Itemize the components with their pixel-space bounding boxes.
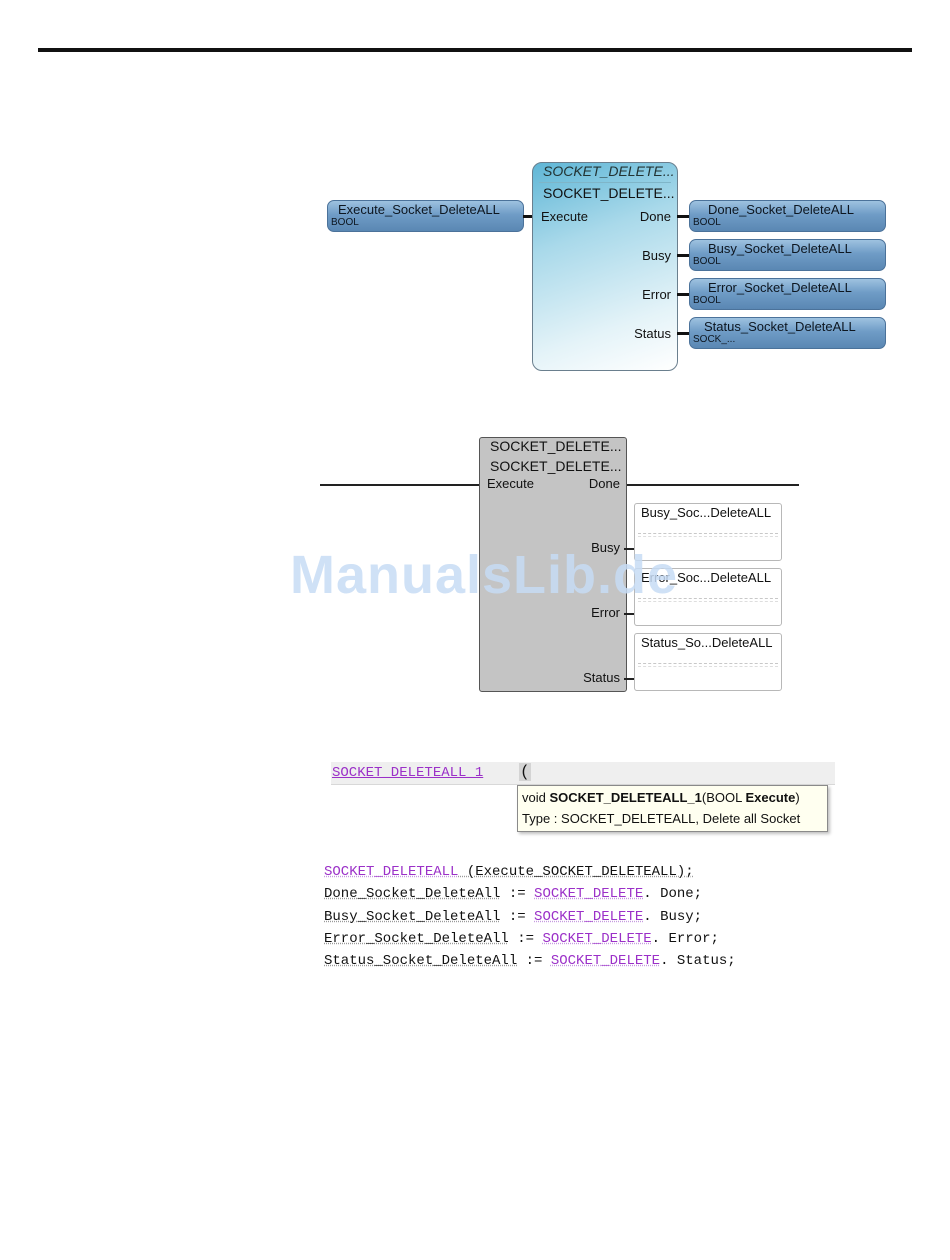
code-keyword: SOCKET_DELETE bbox=[542, 930, 652, 947]
var-name: Status_Socket_DeleteALL bbox=[704, 319, 856, 334]
var-name: Busy_Soc...DeleteALL bbox=[641, 505, 772, 520]
ld-function-block[interactable]: SOCKET_DELETE... SOCKET_DELETE... Execut… bbox=[479, 437, 627, 692]
ld-output-var-error[interactable]: Error_Soc...DeleteALL bbox=[634, 568, 782, 626]
ld-wire-busy bbox=[624, 548, 636, 550]
ld-output-var-status[interactable]: Status_So...DeleteALL bbox=[634, 633, 782, 691]
code-op: := bbox=[500, 886, 535, 903]
ld-wire-status bbox=[624, 678, 636, 680]
tooltip-function-name: SOCKET_DELETEALL_1 bbox=[549, 790, 702, 805]
code-op: := bbox=[500, 908, 535, 925]
divider bbox=[638, 536, 778, 537]
tooltip-args-close: ) bbox=[795, 790, 800, 805]
fbd-input-var-execute[interactable]: Execute_Socket_DeleteALL BOOL bbox=[327, 200, 524, 232]
header-rule bbox=[38, 48, 912, 52]
pin-execute: Execute bbox=[541, 209, 588, 224]
var-type: BOOL bbox=[331, 217, 359, 228]
st-editor-line[interactable]: SOCKET_DELETEALL_1 ( bbox=[331, 762, 835, 785]
block-type-label: SOCKET_DELETE... bbox=[543, 163, 675, 179]
tooltip-type-line: Type : SOCKET_DELETEALL, Delete all Sock… bbox=[522, 811, 801, 826]
pin-error: Error bbox=[591, 605, 620, 620]
var-type: BOOL bbox=[693, 256, 721, 267]
pin-busy: Busy bbox=[642, 248, 671, 263]
fbd-output-var-error[interactable]: Error_Socket_DeleteALL BOOL bbox=[689, 278, 886, 310]
divider bbox=[638, 598, 778, 599]
var-name: Busy_Socket_DeleteALL bbox=[708, 241, 852, 256]
code-lhs: Done_Socket_DeleteAll bbox=[324, 886, 501, 903]
var-name: Execute_Socket_DeleteALL bbox=[338, 202, 500, 217]
code-lhs: Status_Socket_DeleteAll bbox=[324, 953, 518, 970]
var-type: BOOL bbox=[693, 295, 721, 306]
tooltip-arg: Execute bbox=[745, 790, 796, 805]
var-name: Error_Socket_DeleteALL bbox=[708, 280, 852, 295]
code-keyword: SOCKET_DELETEALL bbox=[324, 864, 459, 880]
code-keyword: SOCKET_DELETE bbox=[550, 953, 661, 970]
fbd-function-block[interactable]: SOCKET_DELETE... SOCKET_DELETE... Execut… bbox=[532, 162, 678, 371]
code-line: Done_Socket_DeleteAll := SOCKET_DELETE. … bbox=[324, 883, 736, 905]
var-type: SOCK_... bbox=[693, 334, 736, 345]
block-type-label: SOCKET_DELETE... bbox=[490, 438, 622, 454]
var-name: Status_So...DeleteALL bbox=[641, 635, 773, 650]
divider bbox=[638, 533, 778, 534]
var-name: Done_Socket_DeleteALL bbox=[708, 202, 854, 217]
code-text: (Execute_SOCKET_DELETEALL); bbox=[458, 864, 694, 880]
signature-tooltip: void SOCKET_DELETEALL_1(BOOL Execute) Ty… bbox=[517, 785, 828, 832]
divider bbox=[638, 601, 778, 602]
code-keyword: SOCKET_DELETE bbox=[534, 908, 644, 925]
code-keyword: SOCKET_DELETE bbox=[534, 886, 644, 903]
pin-done: Done bbox=[588, 476, 620, 491]
code-text: . Error; bbox=[651, 930, 719, 947]
code-line: Busy_Socket_DeleteAll := SOCKET_DELETE. … bbox=[324, 906, 736, 928]
pin-execute: Execute bbox=[487, 476, 534, 491]
fbd-wire-busy bbox=[677, 254, 691, 257]
pin-status: Status bbox=[583, 670, 620, 685]
fbd-wire-done bbox=[677, 215, 691, 218]
code-line: SOCKET_DELETEALL (Execute_SOCKET_DELETEA… bbox=[324, 861, 736, 883]
pin-done: Done bbox=[639, 209, 671, 224]
fbd-output-var-done[interactable]: Done_Socket_DeleteALL BOOL bbox=[689, 200, 886, 232]
ld-output-var-busy[interactable]: Busy_Soc...DeleteALL bbox=[634, 503, 782, 561]
block-instance-label: SOCKET_DELETE... bbox=[490, 458, 622, 474]
tooltip-signature: void SOCKET_DELETEALL_1(BOOL Execute) bbox=[522, 790, 800, 805]
divider bbox=[638, 663, 778, 664]
code-text: . Done; bbox=[643, 886, 703, 903]
code-lhs: Busy_Socket_DeleteAll bbox=[324, 908, 501, 925]
tooltip-prefix: void bbox=[522, 790, 550, 805]
pin-status: Status bbox=[634, 326, 671, 341]
code-text: . Status; bbox=[660, 953, 736, 970]
ld-wire-error bbox=[624, 613, 636, 615]
ld-rung-right bbox=[626, 484, 799, 486]
code-op: := bbox=[508, 930, 543, 947]
fbd-output-var-busy[interactable]: Busy_Socket_DeleteALL BOOL bbox=[689, 239, 886, 271]
watermark: ManualsLib.de bbox=[290, 545, 679, 605]
fbd-wire-status bbox=[677, 332, 691, 335]
tooltip-args-open: (BOOL bbox=[701, 790, 746, 805]
fbd-output-var-status[interactable]: Status_Socket_DeleteALL SOCK_... bbox=[689, 317, 886, 349]
code-line: Error_Socket_DeleteAll := SOCKET_DELETE.… bbox=[324, 928, 736, 950]
ld-rung-left bbox=[320, 484, 480, 486]
code-op: := bbox=[517, 953, 551, 970]
var-type: BOOL bbox=[693, 217, 721, 228]
code-line: Status_Socket_DeleteAll := SOCKET_DELETE… bbox=[324, 950, 736, 972]
code-text: . Busy; bbox=[643, 908, 703, 925]
open-paren: ( bbox=[519, 763, 531, 781]
fbd-wire-error bbox=[677, 293, 691, 296]
fbd-wire-execute bbox=[523, 215, 539, 218]
var-name: Error_Soc...DeleteALL bbox=[641, 570, 772, 585]
st-code-block: SOCKET_DELETEALL (Execute_SOCKET_DELETEA… bbox=[324, 861, 736, 972]
block-separator bbox=[539, 182, 671, 183]
divider bbox=[638, 666, 778, 667]
pin-busy: Busy bbox=[591, 540, 620, 555]
block-instance-label: SOCKET_DELETE... bbox=[543, 185, 675, 201]
code-lhs: Error_Socket_DeleteAll bbox=[324, 930, 509, 947]
call-identifier: SOCKET_DELETEALL_1 bbox=[332, 765, 484, 781]
pin-error: Error bbox=[642, 287, 671, 302]
